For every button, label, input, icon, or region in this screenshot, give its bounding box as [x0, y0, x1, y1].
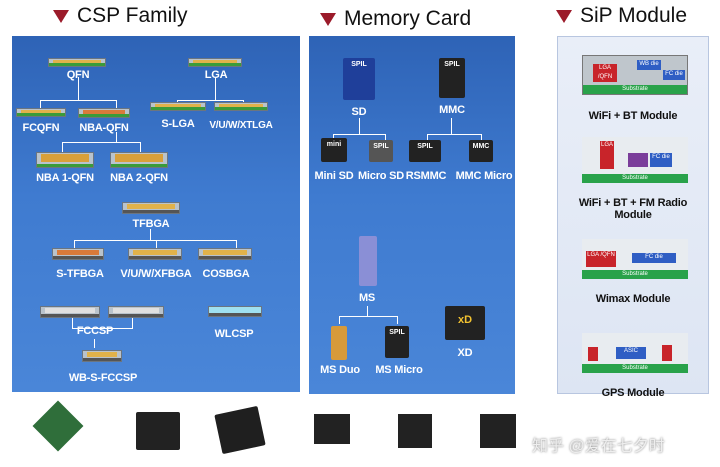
nba-qfn-label: NBA-QFN — [79, 122, 129, 134]
fcqfn-label: FCQFN — [22, 122, 60, 134]
mini-sd-card-icon: mini — [321, 138, 347, 162]
lga-package-icon — [188, 58, 242, 67]
ms-label: MS — [358, 292, 376, 304]
wifi-bt-fm-module-diagram: LGA FC die Substrate — [582, 137, 688, 183]
memory-card-header: Memory Card — [320, 7, 471, 31]
lga-label: LGA — [204, 69, 228, 81]
rsmmc-label: RSMMC — [405, 170, 447, 182]
mini-sd-label: Mini SD — [314, 170, 354, 182]
watermark-text: 知乎 @爱在七夕时 — [532, 438, 665, 455]
rsmmc-card-icon: SPIL — [409, 140, 441, 162]
gps-module-diagram: ASIC Substrate — [582, 333, 688, 373]
xd-card-icon: xD — [445, 306, 485, 340]
ms-duo-card-icon — [331, 326, 347, 360]
vuwxfbga-package-icon — [128, 248, 182, 260]
wlcsp-label: WLCSP — [214, 328, 254, 340]
csp-family-panel: QFN LGA FCQFN NBA-QFN S-LGA V/U/W/XTLGA … — [12, 36, 300, 392]
mmc-micro-card-icon: MMC — [469, 140, 493, 162]
nba-qfn-package-icon — [78, 108, 130, 118]
cosbga-package-icon — [198, 248, 252, 260]
nba1-qfn-package-icon — [36, 152, 94, 168]
spil-card-photo — [480, 414, 516, 448]
sd-card-icon: SPIL — [343, 58, 375, 100]
ms-duo-label: MS Duo — [320, 364, 360, 376]
sip-module-title: SiP Module — [580, 4, 688, 27]
tfbga-label: TFBGA — [132, 218, 170, 230]
memory-card-title: Memory Card — [344, 7, 472, 30]
nba2-qfn-label: NBA 2-QFN — [110, 172, 168, 184]
mmc-label: MMC — [439, 104, 465, 116]
tfbga-package-icon — [122, 202, 180, 214]
qfn-package-icon — [48, 58, 106, 67]
nba2-qfn-package-icon — [110, 152, 168, 168]
ms-card-icon — [359, 236, 377, 286]
ms-micro-card-icon: SPIL — [385, 326, 409, 358]
memory-card-panel: SPIL SD SPIL MMC mini Mini SD SPIL Micro… — [309, 36, 515, 394]
cosbga-label: COSBGA — [202, 268, 250, 280]
triangle-icon — [53, 9, 69, 23]
micro-sd-card-icon: SPIL — [369, 140, 393, 162]
wifi-bt-module-label: WiFi + BT Module — [588, 110, 678, 122]
fcqfn-package-icon — [16, 108, 66, 117]
fccsp-package-icon-2 — [108, 306, 164, 318]
s-tfbga-label: S-TFBGA — [56, 268, 104, 280]
mmc-card-icon: SPIL — [439, 58, 465, 98]
nba1-qfn-label: NBA 1-QFN — [36, 172, 94, 184]
csp-family-title: CSP Family — [77, 4, 188, 27]
wimax-module-label: Wimax Module — [595, 293, 671, 305]
sd-label: SD — [351, 106, 367, 118]
mmc-photo — [398, 414, 432, 448]
micro-sd-photo — [314, 414, 350, 444]
micro-sd-label: Micro SD — [357, 170, 405, 182]
wifi-bt-module-diagram: LGA /QFN WB die FC die Substrate — [582, 55, 688, 95]
vuwxfbga-label: V/U/W/XFBGA — [120, 268, 192, 280]
qfn-chip-photo — [32, 400, 84, 452]
green-chip-photo — [214, 405, 266, 455]
s-lga-label: S-LGA — [161, 118, 195, 130]
wimax-module-diagram: LGA /QFN FC die Substrate — [582, 239, 688, 279]
vuwxtlga-package-icon — [214, 102, 268, 111]
vuwxtlga-label: V/U/W/XTLGA — [209, 120, 273, 131]
s-tfbga-package-icon — [52, 248, 104, 260]
bga-chip-photo — [136, 412, 180, 450]
wb-s-fccsp-package-icon — [82, 350, 122, 362]
gps-module-label: GPS Module — [601, 387, 665, 399]
triangle-icon — [556, 9, 572, 23]
sip-module-panel: LGA /QFN WB die FC die Substrate WiFi + … — [557, 36, 709, 399]
triangle-icon — [320, 12, 336, 26]
fccsp-label: FCCSP — [76, 325, 114, 337]
fccsp-package-icon — [40, 306, 100, 318]
sip-module-header: SiP Module — [556, 4, 687, 28]
mmc-micro-label: MMC Micro — [455, 170, 513, 182]
ms-micro-label: MS Micro — [375, 364, 423, 376]
s-lga-package-icon — [150, 102, 206, 111]
xd-label: XD — [457, 347, 473, 359]
wb-s-fccsp-label: WB-S-FCCSP — [68, 372, 138, 384]
csp-family-header: CSP Family — [53, 4, 187, 28]
wlcsp-package-icon — [208, 306, 262, 317]
qfn-label: QFN — [66, 69, 90, 81]
